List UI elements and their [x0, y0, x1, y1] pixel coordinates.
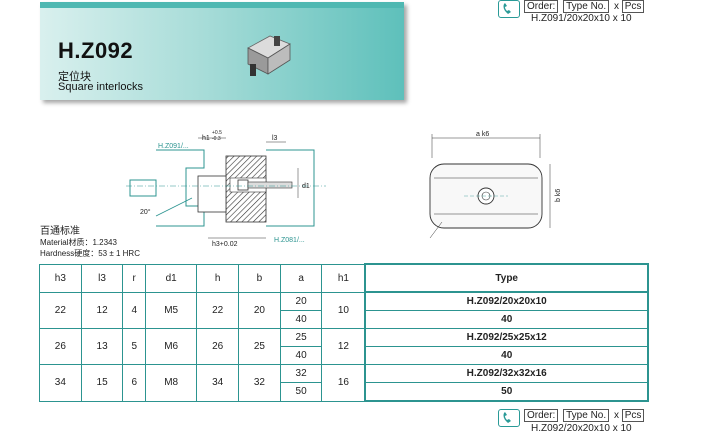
pcs-label: Pcs	[621, 409, 645, 422]
cell-h1: 10	[321, 291, 366, 329]
cell-h3: 22	[39, 291, 82, 329]
col-l3: l3	[80, 263, 124, 293]
cell-r: 5	[122, 328, 147, 365]
col-b: b	[238, 263, 281, 293]
x-label: x	[613, 410, 619, 421]
cell-r: 6	[122, 364, 147, 402]
cell-h: 34	[196, 364, 240, 402]
product-code: H.Z092	[58, 38, 134, 63]
table-header-row: h3 l3 r d1 h b a h1 Type	[39, 263, 649, 293]
standard-label: 百通标准	[40, 226, 80, 237]
col-h3: h3	[39, 263, 82, 293]
order-line-top: Order: Type No. x Pcs	[524, 0, 646, 13]
cell-a: 20	[279, 291, 323, 311]
order-example-bottom: H.Z092/20x20x10 x 10	[531, 423, 632, 434]
h3-dim-label: h3+0.02	[212, 241, 238, 248]
material-line: Material材质：1.2343	[40, 238, 117, 247]
cell-type: H.Z092/20x20x10	[364, 291, 649, 311]
a-dim-label: a k6	[476, 131, 489, 138]
ref-bottom-label: H.Z081/...	[274, 237, 305, 244]
angle-dim-label: 20°	[140, 208, 151, 216]
cell-type-alt: 50	[364, 382, 649, 402]
type-no-label: Type No.	[563, 0, 610, 13]
product-image	[247, 35, 291, 76]
cell-a: 40	[279, 346, 323, 365]
banner-stripe	[40, 2, 404, 8]
cell-b: 25	[238, 328, 281, 365]
phone-icon	[498, 409, 520, 427]
cell-a: 32	[279, 364, 323, 383]
b-dim-label: b k6	[555, 189, 562, 202]
phone-icon	[498, 0, 520, 18]
col-h: h	[196, 263, 240, 293]
cell-r: 4	[122, 291, 147, 329]
l3-dim-label: l3	[272, 135, 278, 142]
table-row: 34 15 6 M8 34 32 32 16 H.Z092/32x32x16	[39, 364, 649, 402]
cell-type: H.Z092/32x32x16	[364, 364, 649, 383]
header-banner	[40, 2, 404, 100]
x-label: x	[613, 1, 619, 12]
product-name-zh: 定位块	[58, 71, 91, 83]
side-view-drawing: h1 +0.5 -0.3 l3 d1 20° h3+0.02 H.Z091/..…	[126, 130, 326, 248]
ref-top-label: H.Z091/...	[158, 143, 189, 150]
col-a: a	[279, 263, 323, 293]
order-line-bottom: Order: Type No. x Pcs	[524, 409, 646, 422]
table-row: 26 13 5 M6 26 25 25 12 H.Z092/25x25x12	[39, 328, 649, 365]
h1-tol-minus: -0.3	[212, 136, 221, 142]
cell-type: H.Z092/25x25x12	[364, 328, 649, 347]
front-view-drawing: a k6 b k6	[429, 131, 562, 239]
cell-d1: M6	[145, 328, 198, 365]
h1-dim-label: h1	[202, 135, 210, 142]
table-row: 50 50	[40, 382, 649, 402]
cell-h3: 34	[39, 364, 82, 402]
order-label: Order:	[524, 0, 559, 13]
col-h1: h1	[321, 263, 366, 293]
cell-d1: M8	[145, 364, 198, 402]
col-r: r	[122, 263, 147, 293]
cell-h1: 16	[321, 364, 366, 402]
cell-l3: 13	[80, 328, 124, 365]
col-type: Type	[364, 263, 649, 293]
cell-d1: M5	[145, 291, 198, 329]
order-label: Order:	[524, 409, 559, 422]
cell-b: 32	[238, 364, 281, 402]
product-name-en: Square interlocks	[58, 81, 143, 93]
cell-type-alt: 40	[364, 346, 649, 365]
pcs-label: Pcs	[621, 0, 645, 13]
cell-type-alt: 40	[364, 310, 649, 329]
spec-table: h3 l3 r d1 h b a h1 Type 22 12 4 M5 22 2…	[39, 263, 649, 402]
cell-h: 22	[196, 291, 240, 329]
table-row: 22 12 4 M5 22 20 20 10 H.Z092/20x20x10	[39, 291, 649, 329]
h1-tol-plus: +0.5	[212, 130, 222, 136]
cell-h3: 26	[39, 328, 82, 365]
d1-dim-label: d1	[302, 183, 310, 190]
cell-l3: 12	[80, 291, 124, 329]
cell-h: 26	[196, 328, 240, 365]
hardness-line: Hardness硬度：53 ± 1 HRC	[40, 249, 140, 258]
cell-b: 20	[238, 291, 281, 329]
cell-a: 50	[279, 382, 323, 402]
cell-a: 40	[279, 310, 323, 329]
cell-l3: 15	[80, 364, 124, 402]
cell-a: 25	[279, 328, 323, 347]
table-row: 40 40	[40, 346, 649, 365]
type-no-label: Type No.	[563, 409, 610, 422]
cell-h1: 12	[321, 328, 366, 365]
col-d1: d1	[145, 263, 198, 293]
order-example-top: H.Z091/20x20x10 x 10	[531, 13, 632, 24]
